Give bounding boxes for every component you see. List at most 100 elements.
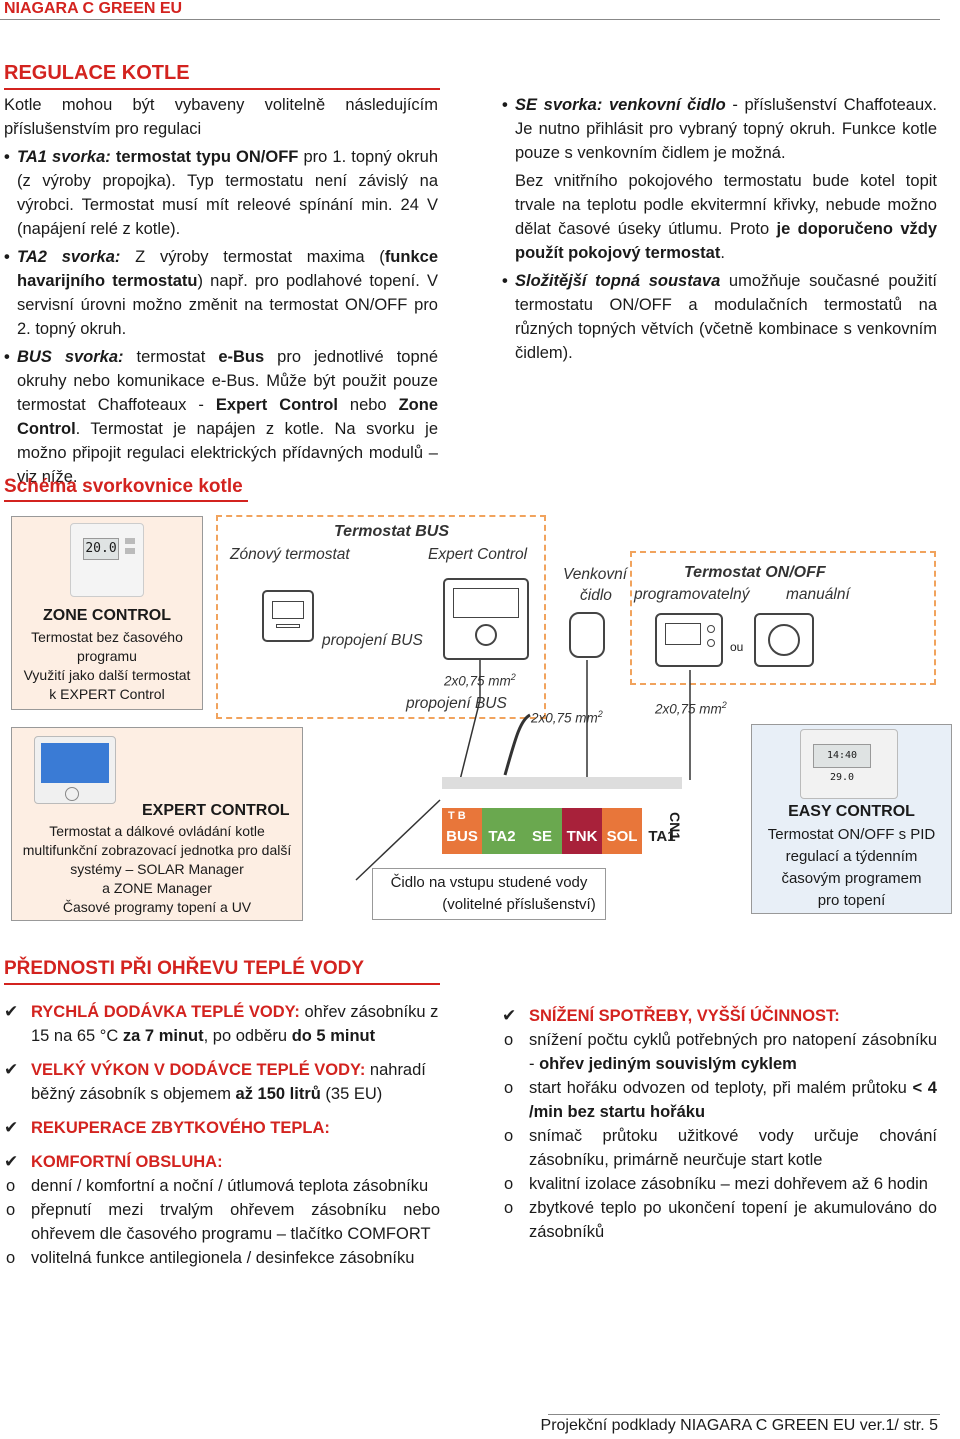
expert-control-drawing xyxy=(443,578,529,660)
check-icon: ✔ xyxy=(4,1118,19,1137)
rychla-item: ✔ RYCHLÁ DODÁVKA TEPLÉ VODY: ohřev zásob… xyxy=(4,1000,440,1048)
regulace-left-column: Kotle mohou být vybaveny volitelně násle… xyxy=(4,93,438,493)
wire-spec-2-text: 2x0,75 mm xyxy=(531,710,598,726)
programmable-dot-icon xyxy=(707,639,715,647)
easy-control-desc: Termostat ON/OFF s PID regulací a týdenn… xyxy=(752,824,951,912)
expert-knob-icon xyxy=(475,624,497,646)
expert-desc-line: Časové programy topení a UV xyxy=(62,899,252,915)
easy-display: 14:40 29.0 xyxy=(813,744,871,783)
snizeni-item1-text: snížení počtu cyklů potřebných pro natop… xyxy=(529,1031,937,1073)
expert-desc-line: Termostat a dálkové ovládání kotle xyxy=(49,823,265,839)
rychla-text1: ohřev zásobníku z 15 na 65 °C xyxy=(31,1003,439,1045)
terminal-label: SOL xyxy=(606,828,638,845)
section-title-schema: Schéma svorkovnice kotle xyxy=(4,476,243,497)
prednosti-left-column: ✔ RYCHLÁ DODÁVKA TEPLÉ VODY: ohřev zásob… xyxy=(4,1000,440,1270)
bus-text2: pro jednotlivé topné okruhy nebo komunik… xyxy=(17,348,438,414)
zone-button-icon xyxy=(125,548,135,554)
section-title-regulace: REGULACE KOTLE xyxy=(4,62,190,84)
zone-control-thermostat-image: 20.0 xyxy=(70,523,144,597)
velky-item: ✔ VELKÝ VÝKON V DODÁVCE TEPLÉ VODY: nahr… xyxy=(4,1058,440,1106)
expert-control-label: Expert Control xyxy=(428,546,528,563)
regulace-intro: Kotle mohou být vybaveny volitelně násle… xyxy=(4,96,438,138)
zone-control-title: ZONE CONTROL xyxy=(43,607,171,624)
easy-desc-line: Termostat ON/OFF s PID xyxy=(767,826,936,843)
easy-control-title: EASY CONTROL xyxy=(788,803,915,820)
check-icon: ✔ xyxy=(4,1060,19,1079)
para1-text: Bez vnitřního pokojového termostatu bude… xyxy=(515,172,937,238)
wire-spec-2: 2x0,75 mm2 xyxy=(531,709,603,726)
regulace-right-column: SE svorka: venkovní čidlo - příslušenstv… xyxy=(502,93,937,369)
wire-spec-2-sup: 2 xyxy=(597,709,603,719)
cold-water-sensor-box: Čidlo na vstupu studené vody (volitelné … xyxy=(372,868,606,920)
manualni-label: manuální xyxy=(786,586,850,603)
manual-thermostat-drawing xyxy=(754,613,814,667)
programovatelny-label: programovatelný xyxy=(634,586,750,603)
easy-desc-line: regulací a týdenním xyxy=(785,848,918,865)
wire-cold-water xyxy=(355,799,441,881)
ta1-item: TA1 svorka: termostat typu ON/OFF pro 1.… xyxy=(4,145,438,241)
bus-text4: . Termostat je napájen z kotle. Na svork… xyxy=(17,420,438,486)
section-underline xyxy=(4,88,440,90)
terminal-label: SE xyxy=(531,828,552,845)
ta2-bold: funkce havarijního termostatu xyxy=(17,248,438,290)
zone-control-box: 20.0 ZONE CONTROL Termostat bez časového… xyxy=(11,516,203,710)
zone-control-desc: Termostat bez časového programu Využití … xyxy=(12,628,202,704)
snizeni-item1-bold: ohřev jediným souvislým cyklem xyxy=(539,1055,797,1073)
section-title-prednosti: PŘEDNOSTI PŘI OHŘEVU TEPLÉ VODY xyxy=(4,958,364,979)
rychla-bold1: za 7 minut xyxy=(122,1027,204,1045)
snizeni-list-item: snímač průtoku užitkové vody určuje chov… xyxy=(502,1124,937,1172)
snizeni-list-item: start hořáku odvozen od teploty, při mal… xyxy=(502,1076,937,1124)
snizeni-label: SNÍŽENÍ SPOTŘEBY, VYŠŠÍ ÚČINNOST: xyxy=(529,1007,840,1025)
terminal-ta2: TA2 xyxy=(482,808,522,854)
wire-spec-3-sup: 2 xyxy=(721,700,727,710)
check-icon: ✔ xyxy=(4,1002,19,1021)
manual-dial-icon xyxy=(768,624,800,656)
expert-control-desc: Termostat a dálkové ovládání kotle multi… xyxy=(12,822,302,917)
bus-bold1: e-Bus xyxy=(218,348,265,366)
expert-blue-screen xyxy=(41,743,109,783)
velky-bold: až 150 litrů xyxy=(235,1085,321,1103)
regulace-para1: Bez vnitřního pokojového termostatu bude… xyxy=(502,169,937,265)
ta1-label: TA1 svorka: xyxy=(17,148,111,166)
komfortni-list-item: volitelná funkce antilegionela / desinfe… xyxy=(4,1246,440,1270)
cn1-label: CN1 xyxy=(667,812,683,841)
wire-bus xyxy=(459,660,481,781)
velky-text1: nahradí běžný zásobník s objemem xyxy=(31,1061,426,1103)
programmable-dot-icon xyxy=(707,625,715,633)
wire-spec-1: 2x0,75 mm2 xyxy=(444,672,516,689)
zone-desc-line: k EXPERT Control xyxy=(49,686,165,702)
se-text: - příslušenství Chaffoteaux. Je nutno př… xyxy=(515,96,937,162)
expert-control-title: EXPERT CONTROL xyxy=(142,802,290,819)
snizeni-list-item: snížení počtu cyklů potřebných pro natop… xyxy=(502,1028,937,1076)
termostat-onoff-group xyxy=(630,551,936,685)
bus-item: BUS svorka: termostat e-Bus pro jednotli… xyxy=(4,345,438,489)
terminal-sol: SOL xyxy=(602,808,642,854)
zone-button-icon xyxy=(125,538,135,544)
bus-bold3: Zone Control xyxy=(17,396,439,438)
wire-spec-3-text: 2x0,75 mm xyxy=(655,701,722,717)
check-icon: ✔ xyxy=(502,1006,517,1025)
snizeni-list-item: kvalitní izolace zásobníku – mezi dohřev… xyxy=(502,1172,937,1196)
document-header-title: NIAGARA C GREEN EU xyxy=(4,0,183,17)
bus-bold2: Expert Control xyxy=(215,396,338,414)
check-icon: ✔ xyxy=(4,1152,19,1171)
rychla-bold2: do 5 minut xyxy=(291,1027,376,1045)
zonovy-button-icon xyxy=(276,624,300,628)
terminal-se: SE xyxy=(522,808,562,854)
easy-control-box: 14:40 29.0 EASY CONTROL Termostat ON/OFF… xyxy=(751,724,952,914)
programmable-thermostat-drawing xyxy=(655,613,723,667)
slozitejsi-text: umožňuje současné použití termostatu ON/… xyxy=(515,272,937,362)
ta1-text: pro 1. topný okruh (z výroby propojka). … xyxy=(17,148,438,238)
zone-desc-line: Využití jako další termostat xyxy=(23,667,191,683)
outdoor-sensor-icon xyxy=(569,612,605,658)
sensor-wire xyxy=(503,713,531,776)
cidlo-label: čidlo xyxy=(580,587,612,604)
ta2-text1: Z výroby termostat maxima ( xyxy=(120,248,385,266)
velky-label: VELKÝ VÝKON V DODÁVCE TEPLÉ VODY: xyxy=(31,1061,366,1079)
zone-display: 20.0 xyxy=(83,538,119,560)
zonovy-termostat-label: Zónový termostat xyxy=(230,546,350,563)
komfortni-list-item: přepnutí mezi trvalým ohřevem zásobníku … xyxy=(4,1198,440,1246)
rekuperace-label: REKUPERACE ZBYTKOVÉHO TEPLA: xyxy=(31,1119,330,1137)
propojeni-bus-label-1: propojení BUS xyxy=(322,632,423,649)
wiring-lines xyxy=(355,660,691,881)
